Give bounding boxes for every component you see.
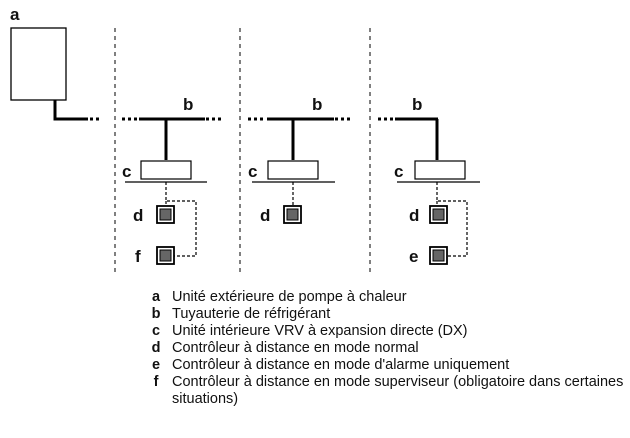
legend-text: Tuyauterie de réfrigérant <box>172 306 331 322</box>
zone-2: b c d <box>248 95 352 225</box>
legend-text: Contrôleur à distance en mode superviseu… <box>172 374 624 407</box>
label-d-zone-3: d <box>409 206 419 225</box>
label-c-zone-2: c <box>248 162 257 181</box>
remote-controller-icon <box>429 246 448 265</box>
remote-controller-icon <box>283 205 302 224</box>
legend-item: a Unité extérieure de pompe à chaleur <box>140 289 624 306</box>
label-f-zone-1: f <box>135 247 141 266</box>
label-c-zone-1: c <box>122 162 131 181</box>
label-d-zone-2: d <box>260 206 270 225</box>
legend-text: Unité intérieure VRV à expansion directe… <box>172 323 468 339</box>
legend-key: f <box>153 374 159 390</box>
legend-key: e <box>151 357 161 373</box>
legend-item: b Tuyauterie de réfrigérant <box>140 306 624 323</box>
legend-item: c Unité intérieure VRV à expansion direc… <box>140 323 624 340</box>
legend-key: a <box>151 289 161 305</box>
legend-key: d <box>151 340 161 356</box>
legend-text: Unité extérieure de pompe à chaleur <box>172 289 407 305</box>
label-e-zone-3: e <box>409 247 418 266</box>
legend-text: Contrôleur à distance en mode normal <box>172 340 419 356</box>
legend-text: Contrôleur à distance en mode d'alarme u… <box>172 357 510 373</box>
legend-key: b <box>151 306 161 322</box>
system-diagram: a b c d f b <box>10 5 480 272</box>
label-c-zone-3: c <box>394 162 403 181</box>
legend-item: f Contrôleur à distance en mode supervis… <box>140 374 624 408</box>
label-d-zone-1: d <box>133 206 143 225</box>
zone-1: b c d f <box>122 95 224 266</box>
remote-controller-icon <box>156 246 175 265</box>
legend: a Unité extérieure de pompe à chaleur b … <box>140 289 624 408</box>
label-b-zone-1: b <box>183 95 193 114</box>
label-b-zone-3: b <box>412 95 422 114</box>
label-a: a <box>10 5 20 24</box>
zone-separators <box>114 28 371 272</box>
legend-item: e Contrôleur à distance en mode d'alarme… <box>140 357 624 374</box>
remote-controller-icon <box>156 205 175 224</box>
zone-3: b c d e <box>378 95 480 266</box>
remote-controller-icon <box>429 205 448 224</box>
label-b-zone-2: b <box>312 95 322 114</box>
outdoor-unit: a <box>10 5 102 121</box>
legend-item: d Contrôleur à distance en mode normal <box>140 340 624 357</box>
legend-key: c <box>151 323 161 339</box>
